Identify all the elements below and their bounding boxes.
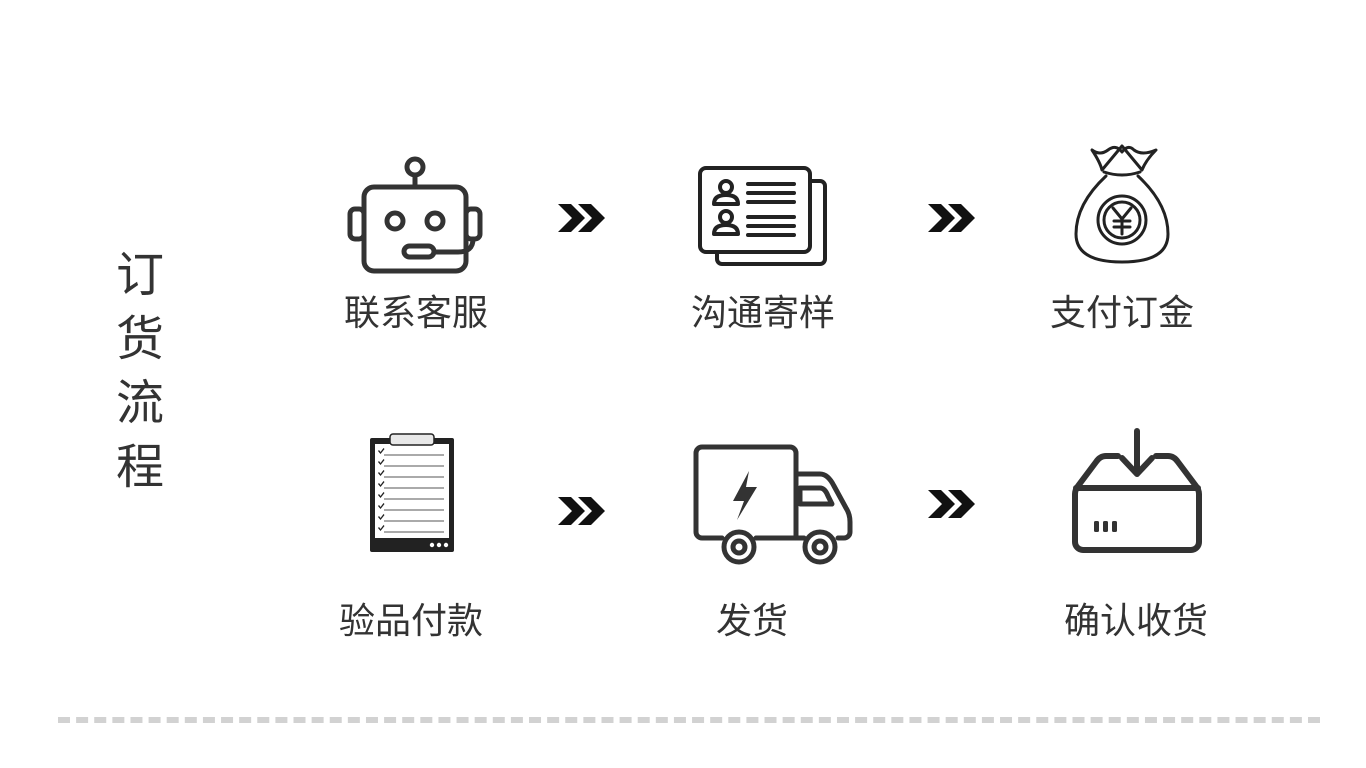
step-label: 确认收货 (1063, 601, 1208, 642)
yuan-money-bag-icon (1072, 142, 1172, 266)
process-title: 订 货 流 程 (108, 243, 172, 499)
process-title-char: 流 (115, 375, 164, 431)
step-label: 联系客服 (343, 293, 488, 334)
step-label: 发货 (715, 601, 788, 642)
clipboard-checklist-icon (368, 433, 456, 554)
chevron-right-double-icon (928, 490, 976, 518)
process-title-char: 程 (115, 439, 164, 495)
chevron-right-double-icon (558, 204, 606, 232)
step-label: 验品付款 (338, 601, 483, 642)
step-label: 支付订金 (1049, 293, 1194, 334)
receive-box-icon (1072, 428, 1202, 554)
dashed-divider (58, 717, 1320, 723)
step-label: 沟通寄样 (690, 293, 835, 334)
id-cards-icon (698, 166, 832, 270)
delivery-truck-icon (692, 444, 856, 568)
chevron-right-double-icon (928, 204, 976, 232)
process-title-char: 订 (115, 247, 164, 303)
chevron-right-double-icon (558, 497, 606, 525)
robot-headset-icon (346, 154, 486, 276)
process-title-char: 货 (115, 311, 164, 367)
